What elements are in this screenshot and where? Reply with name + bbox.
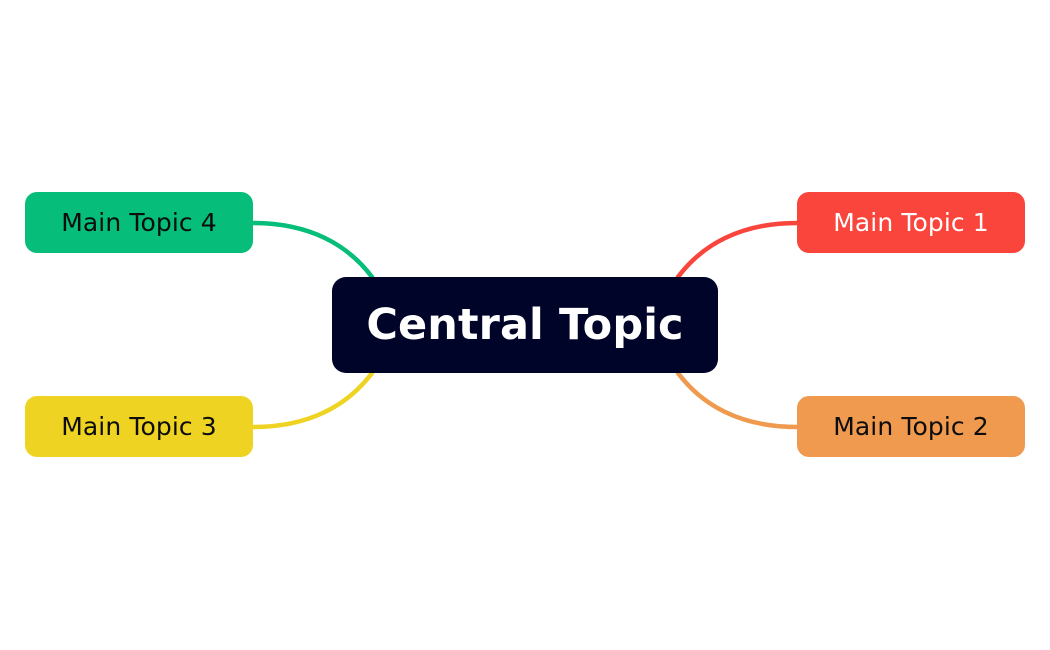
connector-central-to-main-topic-2 [675,370,800,430]
node-label-main-topic-4: Main Topic 4 [61,208,217,237]
connector-central-to-main-topic-3 [250,370,375,430]
node-main-topic-4[interactable]: Main Topic 4 [25,192,253,253]
node-label-central-topic: Central Topic [366,299,684,350]
connector-central-to-main-topic-4 [250,220,375,280]
node-label-main-topic-3: Main Topic 3 [61,412,217,441]
connector-central-to-main-topic-1 [675,220,800,280]
node-label-main-topic-2: Main Topic 2 [833,412,989,441]
node-main-topic-2[interactable]: Main Topic 2 [797,396,1025,457]
node-central-topic[interactable]: Central Topic [332,277,718,373]
node-main-topic-1[interactable]: Main Topic 1 [797,192,1025,253]
node-label-main-topic-1: Main Topic 1 [833,208,989,237]
node-main-topic-3[interactable]: Main Topic 3 [25,396,253,457]
